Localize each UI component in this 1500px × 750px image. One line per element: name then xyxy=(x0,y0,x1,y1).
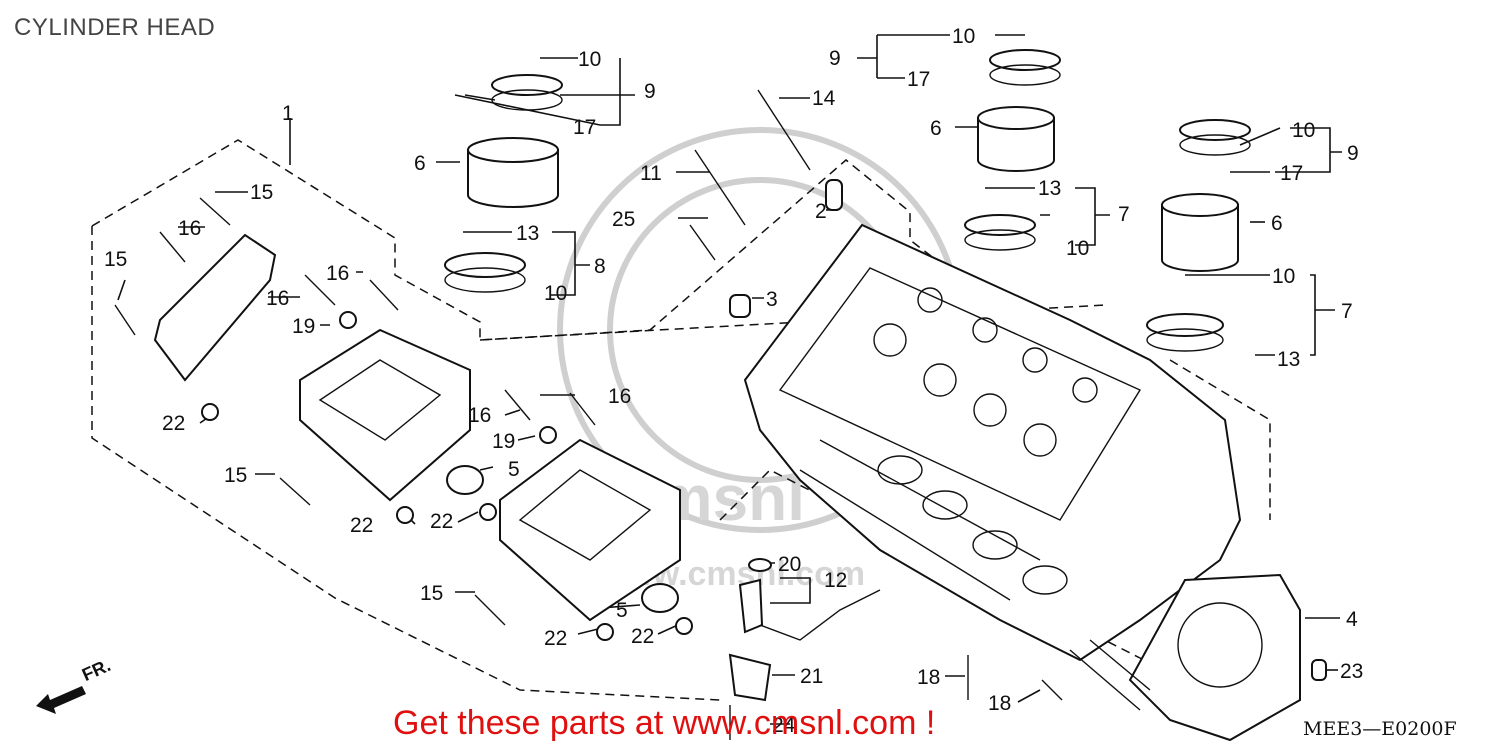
callout-15a: 15 xyxy=(250,181,273,204)
callout-6b: 6 xyxy=(930,117,942,140)
footer-link-text[interactable]: Get these parts at www.cmsnl.com ! xyxy=(393,704,936,742)
callout-22e: 22 xyxy=(631,625,654,648)
callout-9b: 9 xyxy=(829,47,841,70)
callout-17a: 17 xyxy=(573,116,596,139)
callout-labels: 1 2 3 4 5 5 6 6 6 7 7 8 9 9 9 10 10 10 1… xyxy=(104,25,1363,737)
callout-6c: 6 xyxy=(1271,212,1283,235)
callout-3: 3 xyxy=(766,288,778,311)
callout-9a: 9 xyxy=(644,80,656,103)
callout-5b: 5 xyxy=(616,599,628,622)
callout-15c: 15 xyxy=(224,464,247,487)
front-direction-arrow-icon xyxy=(36,686,86,714)
callout-22c: 22 xyxy=(430,510,453,533)
callout-8: 8 xyxy=(594,255,606,278)
callout-10e: 10 xyxy=(1292,119,1315,142)
callout-10a: 10 xyxy=(578,48,601,71)
callout-22a: 22 xyxy=(162,412,185,435)
callout-21: 21 xyxy=(800,665,823,688)
callout-2: 2 xyxy=(815,200,827,223)
cam-holder-parts xyxy=(153,233,681,622)
callout-15b: 15 xyxy=(104,248,127,271)
callout-17c: 17 xyxy=(1280,162,1303,185)
callout-13b: 13 xyxy=(1038,177,1061,200)
callout-15d: 15 xyxy=(420,582,443,605)
callout-10c: 10 xyxy=(544,282,567,305)
callout-13c: 13 xyxy=(1277,348,1300,371)
callout-16d: 16 xyxy=(468,404,491,427)
callout-18a: 18 xyxy=(917,666,940,689)
callout-16c: 16 xyxy=(326,262,349,285)
callout-18b: 18 xyxy=(988,692,1011,715)
callout-9c: 9 xyxy=(1347,142,1359,165)
callout-24: 24 xyxy=(772,714,796,737)
diagram-code: MEE3—E0200F xyxy=(1303,718,1457,740)
diagram-title: CYLINDER HEAD xyxy=(14,14,216,41)
callout-19a: 19 xyxy=(292,315,315,338)
callout-11: 11 xyxy=(640,162,662,185)
callout-20: 20 xyxy=(778,553,801,576)
callout-17b: 17 xyxy=(907,68,930,91)
cylinder-head-part xyxy=(743,223,1242,662)
callout-6a: 6 xyxy=(414,152,426,175)
callout-10d: 10 xyxy=(1066,237,1089,260)
callout-25: 25 xyxy=(612,208,635,231)
callout-5a: 5 xyxy=(508,458,520,481)
callout-16b: 16 xyxy=(266,287,289,310)
callout-10b: 10 xyxy=(952,25,975,48)
callout-22d: 22 xyxy=(544,627,567,650)
callout-22b: 22 xyxy=(350,514,373,537)
callout-1: 1 xyxy=(282,102,294,125)
callout-10f: 10 xyxy=(1272,265,1295,288)
callout-16a: 16 xyxy=(178,217,201,240)
callout-7b: 7 xyxy=(1341,300,1353,323)
callout-14: 14 xyxy=(812,87,836,110)
callout-16e: 16 xyxy=(608,385,631,408)
callout-13a: 13 xyxy=(516,222,539,245)
callout-23: 23 xyxy=(1340,660,1363,683)
callout-7a: 7 xyxy=(1118,203,1130,226)
intake-joint-parts xyxy=(444,49,1251,352)
callout-19b: 19 xyxy=(492,430,515,453)
fastener-parts xyxy=(114,89,1327,742)
callout-12: 12 xyxy=(824,569,847,592)
callout-4: 4 xyxy=(1346,608,1358,631)
